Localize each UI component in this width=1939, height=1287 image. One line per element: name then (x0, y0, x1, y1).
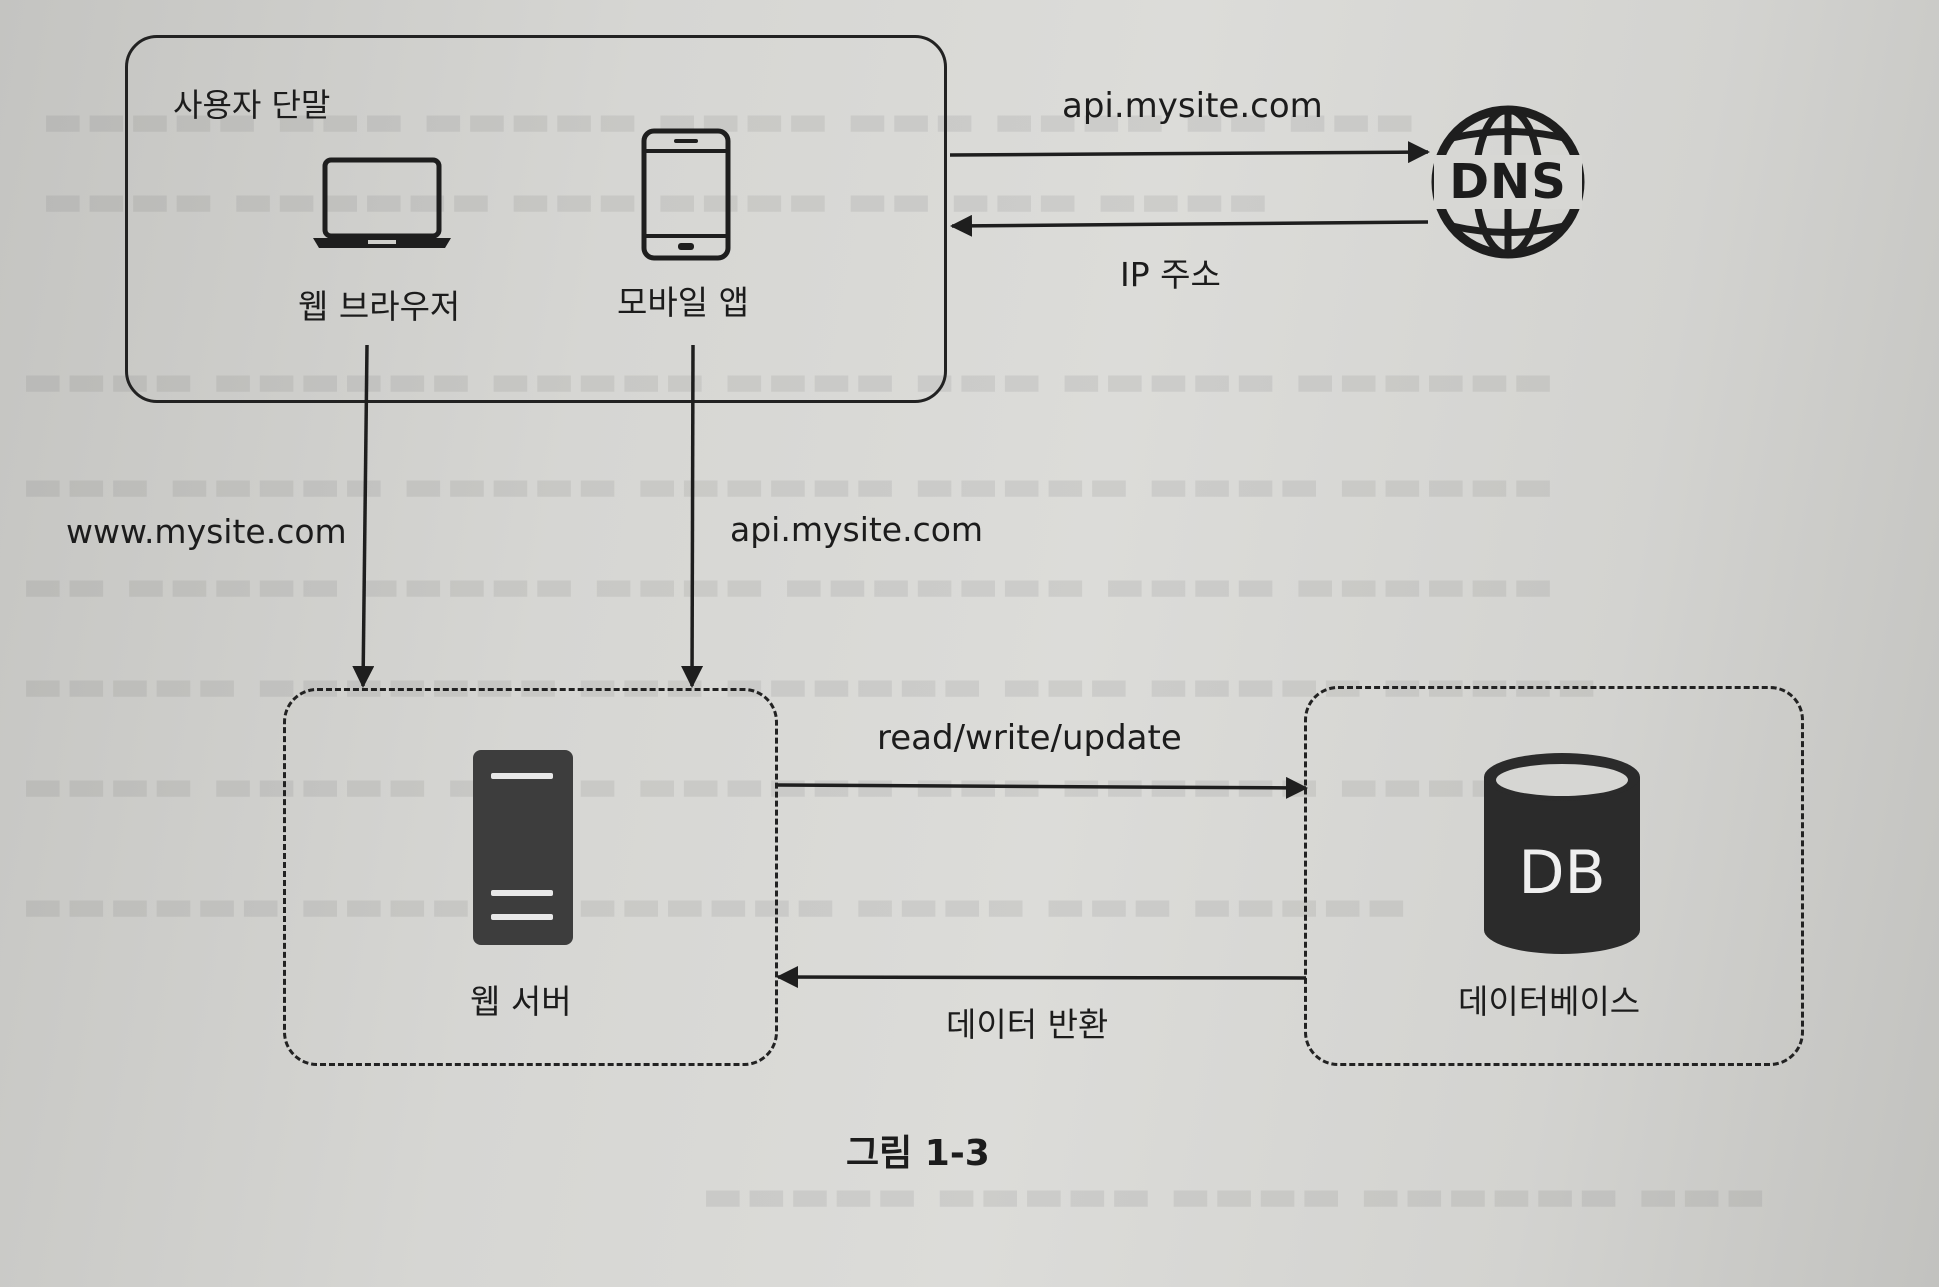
client-group-label: 사용자 단말 (173, 86, 331, 124)
web-server-label: 웹 서버 (470, 982, 572, 1021)
edge-label-app-to-server: api.mysite.com (730, 510, 984, 549)
server-icon (473, 750, 573, 945)
figure-caption: 그림 1-3 (846, 1133, 990, 1174)
database-group (1304, 686, 1804, 1066)
arrow-browser-to-server (352, 344, 375, 688)
client-device-group (125, 35, 947, 403)
smartphone-icon (641, 128, 731, 261)
web-server-group (283, 688, 778, 1066)
web-browser-label: 웹 브라우저 (298, 287, 461, 326)
arrow-dns-to-client (950, 214, 1429, 237)
arrow-app-to-server (681, 344, 704, 688)
globe-icon (1431, 105, 1585, 259)
edge-label-browser-to-server: www.mysite.com (66, 512, 347, 551)
dns-label: DNS (1449, 154, 1567, 210)
db-icon-text: DB (1518, 838, 1606, 908)
laptop-icon (313, 157, 451, 248)
mobile-app-label: 모바일 앱 (617, 283, 749, 322)
edge-label-to-dns: api.mysite.com (1062, 86, 1323, 126)
arrow-server-to-db (777, 776, 1308, 799)
arrow-db-to-server (776, 966, 1307, 989)
database-icon (1484, 753, 1640, 954)
edge-label-from-dns: IP 주소 (1120, 255, 1221, 294)
edge-label-server-to-db: read/write/update (877, 718, 1182, 758)
edge-label-db-to-server: 데이터 반환 (946, 1005, 1109, 1044)
arrow-client-to-dns (949, 141, 1430, 164)
database-label: 데이터베이스 (1458, 982, 1641, 1021)
